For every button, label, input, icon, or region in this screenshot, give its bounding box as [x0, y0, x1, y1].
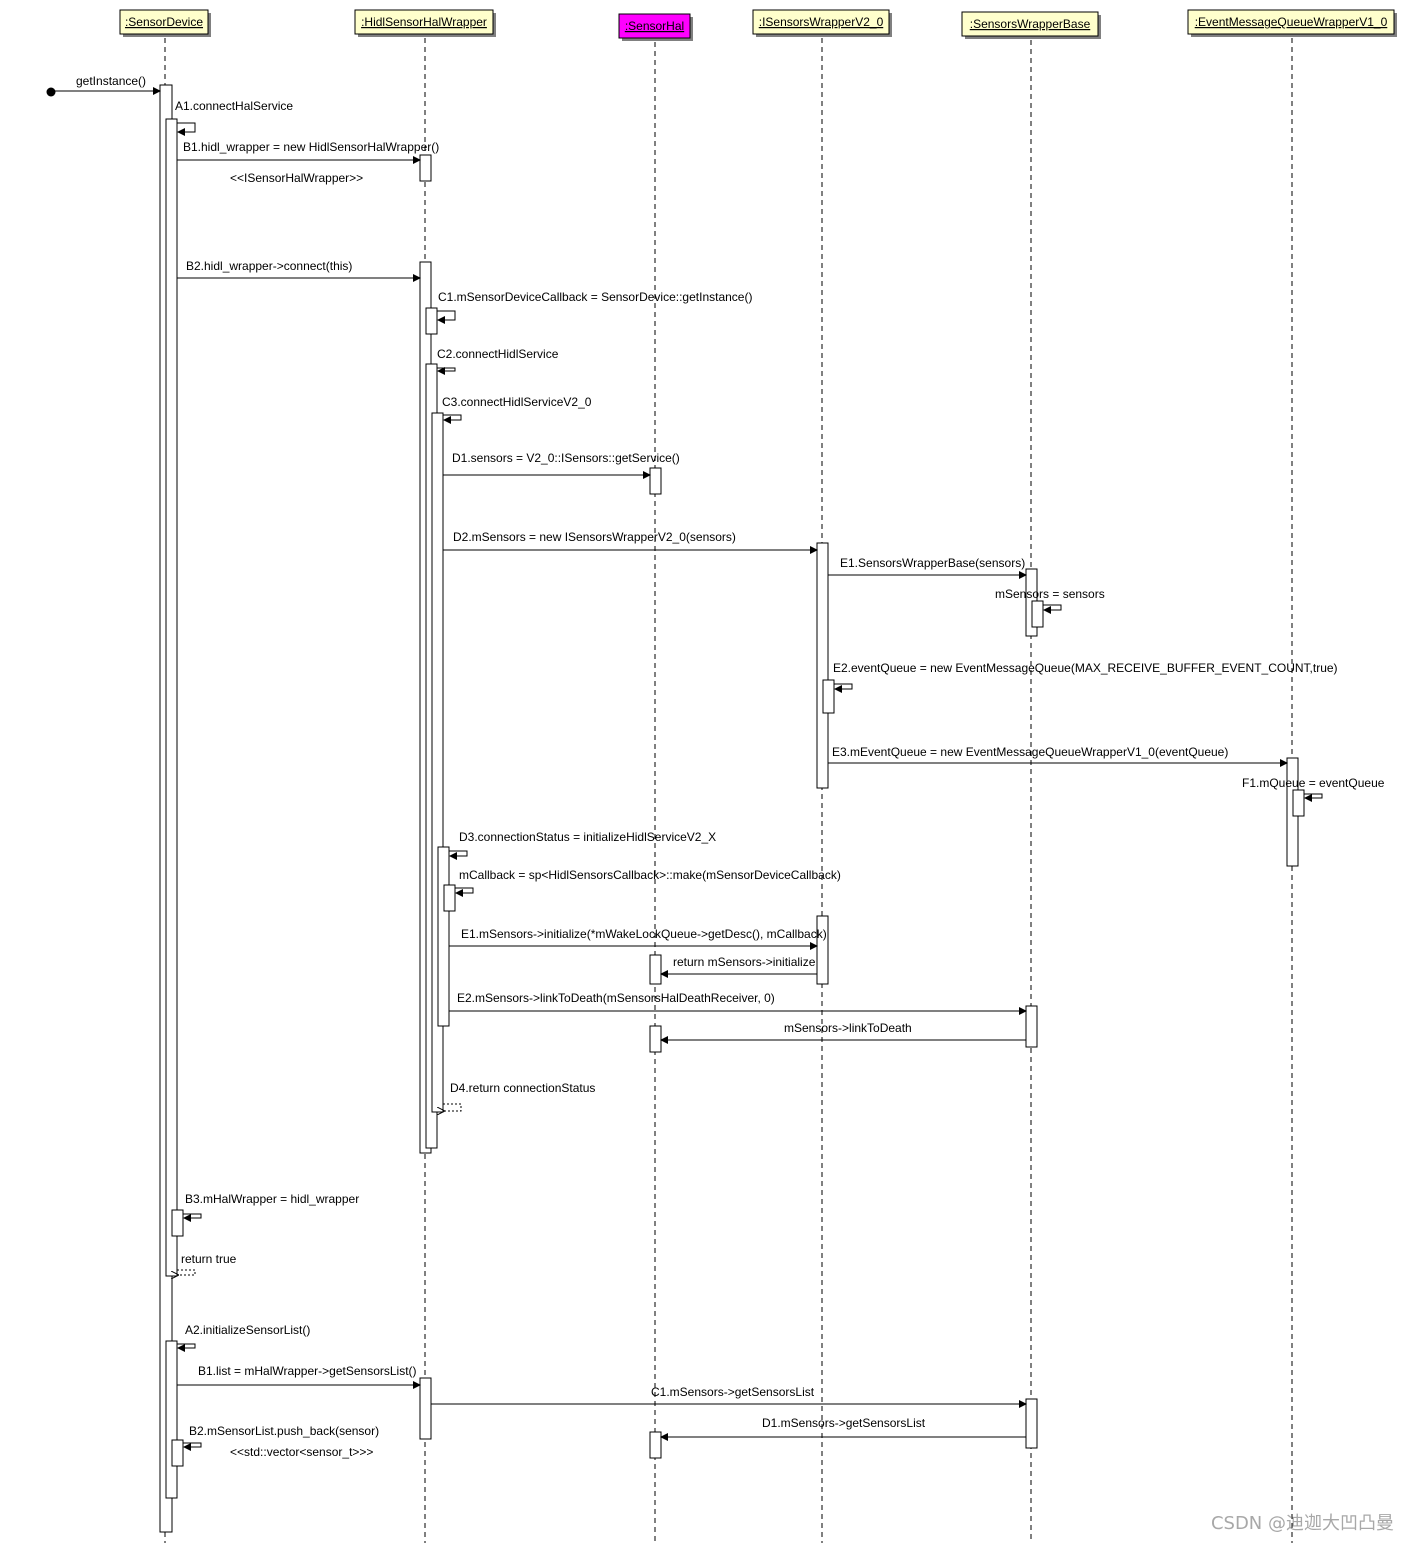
participant-box: [119, 9, 209, 35]
message-label-m_c1: C1.mSensorDeviceCallback = SensorDevice:…: [438, 290, 752, 304]
message-label-m_d1list: D1.mSensors->getSensorsList: [762, 1416, 926, 1430]
participant-sd[interactable]: :SensorDevice: [119, 9, 211, 37]
participant-isw[interactable]: :ISensorsWrapperV2_0: [752, 9, 892, 37]
activation-bar: [816, 542, 829, 789]
activation-bar: [816, 915, 829, 985]
message-label-m_ret_init: return mSensors->initialize: [673, 955, 816, 969]
message-label-m_d2: D2.mSensors = new ISensorsWrapperV2_0(se…: [453, 530, 736, 544]
message-label-m_a1: A1.connectHalService: [175, 99, 293, 113]
activation-bar: [425, 307, 438, 335]
activation-bar: [1292, 789, 1305, 817]
message-label-m_getinstance: getInstance(): [76, 74, 146, 88]
participant-label: :ISensorsWrapperV2_0: [759, 15, 884, 29]
activation-bar: [1025, 1398, 1038, 1449]
self-message-m_c2: [437, 367, 456, 375]
self-message-m_f1: [1304, 793, 1323, 802]
activation-bar: [443, 884, 456, 912]
participant-label: :SensorsWrapperBase: [970, 17, 1091, 31]
participant-label: :EventMessageQueueWrapperV1_0: [1195, 15, 1388, 29]
message-label-m_link: mSensors->linkToDeath: [784, 1021, 912, 1035]
message-label-m_b1: B1.hidl_wrapper = new HidlSensorHalWrapp…: [183, 140, 439, 154]
self-message-m_a1: [177, 122, 196, 136]
participant-box: [961, 11, 1099, 37]
self-message-m_c1: [437, 310, 456, 324]
message-label-m_e3: E3.mEventQueue = new EventMessageQueueWr…: [832, 745, 1228, 759]
activation-bar: [1031, 600, 1044, 628]
activation-bar: [165, 118, 178, 1277]
participant-box: [1187, 9, 1395, 35]
participant-label: :SensorDevice: [125, 15, 203, 29]
self-message-m_b2push: [183, 1442, 202, 1451]
message-label-m_b1_stereo: <<ISensorHalWrapper>>: [230, 171, 363, 185]
message-label-m_b3: B3.mHalWrapper = hidl_wrapper: [185, 1192, 359, 1206]
participant-box: [618, 13, 691, 39]
return-message-m_d4: [443, 1103, 462, 1111]
participant-swb[interactable]: :SensorsWrapperBase: [961, 11, 1101, 39]
message-label-m_b2_stereo: <<std::vector<sensor_t>>>: [230, 1445, 373, 1459]
message-label-m_msensors: mSensors = sensors: [995, 587, 1105, 601]
messages: getInstance() A1.connectHalServiceB1.hidl…: [46, 74, 1385, 1459]
participant-emq[interactable]: :EventMessageQueueWrapperV1_0: [1187, 9, 1397, 37]
message-label-m_rettrue: return true: [181, 1252, 237, 1266]
message-label-m_a2: A2.initializeSensorList(): [185, 1323, 310, 1337]
activation-bar: [649, 1025, 662, 1053]
message-label-m_b1list: B1.list = mHalWrapper->getSensorsList(): [198, 1364, 417, 1378]
activation-bar: [171, 1439, 184, 1467]
participant-box: [354, 9, 494, 35]
activation-bars: [159, 84, 1305, 1533]
message-label-m_b2: B2.hidl_wrapper->connect(this): [186, 259, 352, 273]
participant-label: :SensorHal: [625, 19, 684, 33]
message-label-m_c1list: C1.mSensors->getSensorsList: [651, 1385, 815, 1399]
participant-sh[interactable]: :SensorHal: [618, 13, 693, 41]
self-message-m_msensors: [1043, 604, 1062, 614]
message-label-m_mcallback: mCallback = sp<HidlSensorsCallback>::mak…: [459, 868, 841, 882]
watermark: CSDN @迪迦大凹凸曼: [1210, 1513, 1394, 1534]
activation-bar: [822, 679, 835, 714]
self-message-m_mcallback: [455, 887, 474, 897]
activation-bar: [419, 1377, 432, 1440]
message-label-m_e2a: E2.eventQueue = new EventMessageQueue(MA…: [833, 661, 1338, 675]
participant-hw[interactable]: :HidlSensorHalWrapper: [354, 9, 496, 37]
activation-bar: [1025, 1005, 1038, 1048]
message-label-m_d4: D4.return connectionStatus: [450, 1081, 595, 1095]
activation-bar: [649, 467, 662, 495]
self-message-m_c3: [443, 414, 462, 424]
activation-bar: [171, 1209, 184, 1237]
self-message-m_e2a: [834, 683, 853, 693]
self-message-m_d3: [449, 850, 468, 860]
message-label-m_c2: C2.connectHidlService: [437, 347, 559, 361]
message-label-m_e2b: E2.mSensors->linkToDeath(mSensorsHalDeat…: [457, 991, 775, 1005]
message-label-m_c3: C3.connectHidlServiceV2_0: [442, 395, 592, 409]
participant-box: [752, 9, 890, 35]
message-label-m_e1a: E1.SensorsWrapperBase(sensors): [840, 556, 1025, 570]
activation-bar: [649, 954, 662, 985]
activation-bar: [165, 1340, 178, 1499]
activation-bar: [437, 846, 450, 1027]
participant-label: :HidlSensorHalWrapper: [361, 15, 487, 29]
return-message-m_rettrue: [177, 1269, 196, 1275]
found-message-dot: [46, 87, 56, 97]
message-label-m_e1b: E1.mSensors->initialize(*mWakeLockQueue-…: [461, 927, 827, 941]
self-message-m_a2: [177, 1343, 196, 1352]
activation-bar: [649, 1431, 662, 1459]
activation-bar: [419, 154, 432, 182]
message-label-m_d1: D1.sensors = V2_0::ISensors::getService(…: [452, 451, 680, 465]
message-label-m_f1: F1.mQueue = eventQueue: [1242, 776, 1385, 790]
message-label-m_b2push: B2.mSensorList.push_back(sensor): [189, 1424, 379, 1438]
self-message-m_b3: [183, 1213, 202, 1222]
participant-headers: :SensorDevice :HidlSensorHalWrapper :Senso…: [119, 9, 1397, 41]
message-label-m_d3: D3.connectionStatus = initializeHidlServ…: [459, 830, 716, 844]
